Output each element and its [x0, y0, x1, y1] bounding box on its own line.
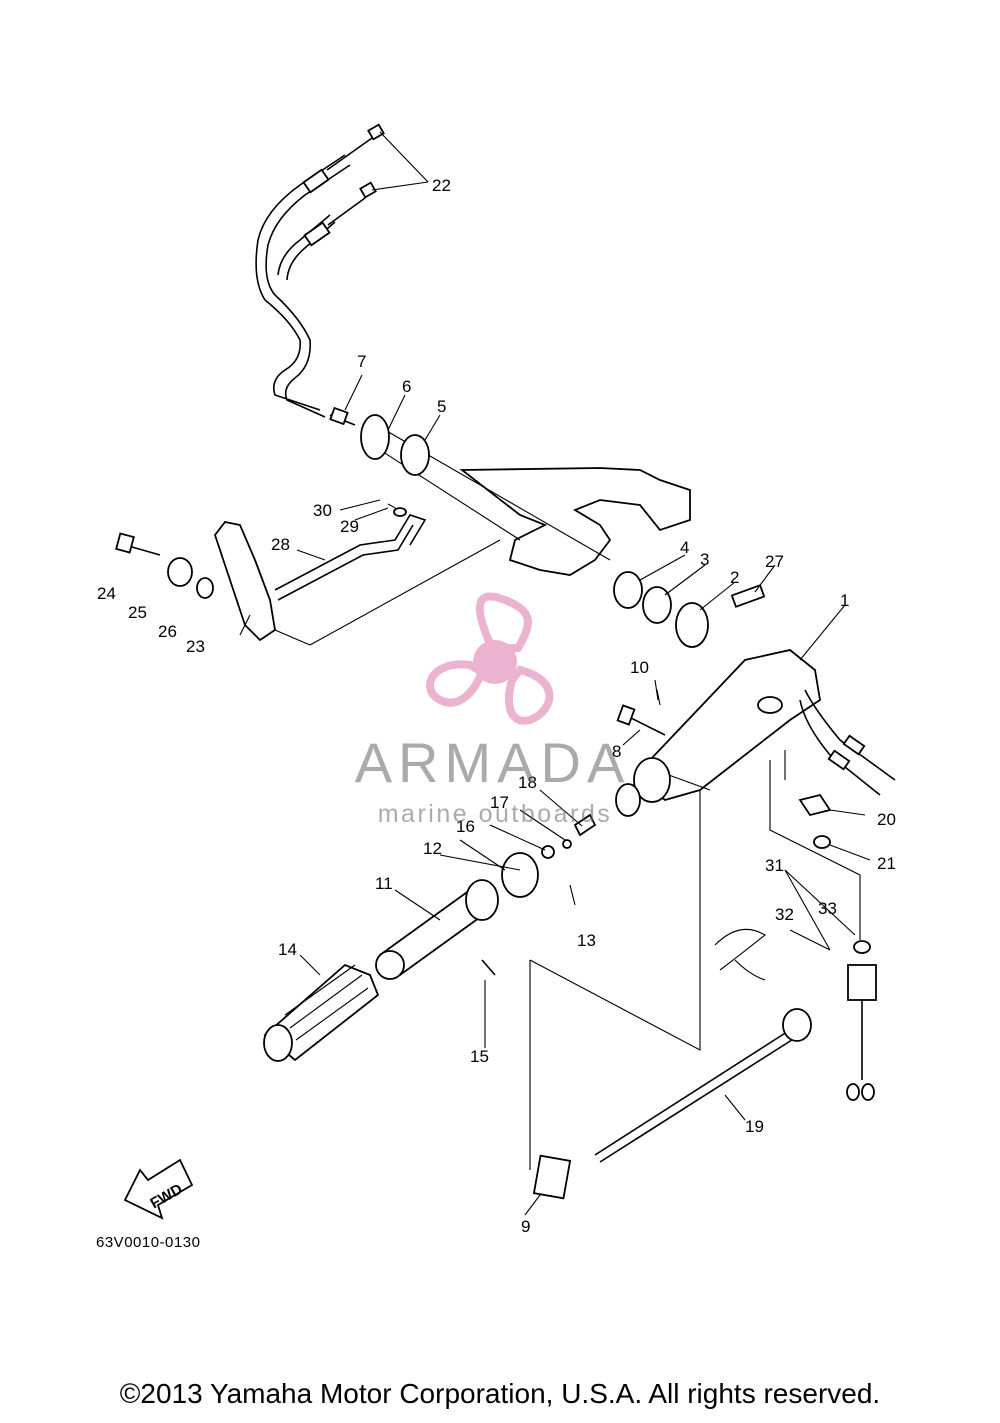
callout-9: 9: [521, 1217, 530, 1236]
callout-28: 28: [271, 535, 290, 554]
shift-lever: [213, 514, 501, 646]
callout-25: 25: [128, 603, 147, 622]
callout-13: 13: [577, 931, 596, 950]
steering-bracket: [379, 429, 691, 576]
throttle-grip-assembly: [263, 813, 597, 1062]
callout-15: 15: [470, 1047, 489, 1066]
callout-5: 5: [437, 397, 446, 416]
callout-22: 22: [432, 176, 451, 195]
armada-logo-icon: [426, 592, 554, 725]
callout-10: 10: [630, 658, 649, 677]
tiller-handle: [615, 649, 821, 817]
callout-18: 18: [518, 773, 537, 792]
callout-30: 30: [313, 501, 332, 520]
diagram-code: 63V0010-0130: [96, 1234, 201, 1251]
callout-4: 4: [680, 538, 689, 557]
forward-direction-badge: FWD: [123, 1158, 194, 1220]
callout-27: 27: [765, 552, 784, 571]
washers: [360, 414, 766, 648]
callout-11: 11: [375, 874, 393, 893]
callout-23: 23: [186, 637, 205, 656]
callout-31: 31: [765, 856, 784, 875]
stop-switch: [714, 760, 877, 1101]
callout-14: 14: [278, 940, 297, 959]
callout-16: 16: [456, 817, 475, 836]
callout-3: 3: [700, 550, 709, 569]
leader-lines: [239, 131, 871, 1216]
callout-33: 33: [818, 899, 837, 918]
throttle-shaft: [529, 790, 812, 1200]
callout-24: 24: [97, 584, 116, 603]
throttle-cables: [255, 123, 385, 418]
callout-19: 19: [745, 1117, 764, 1136]
callout-6: 6: [402, 377, 411, 396]
callout-32: 32: [775, 905, 794, 924]
bolts: [329, 406, 666, 736]
callout-26: 26: [158, 622, 177, 641]
watermark-tagline: marine outboards: [377, 800, 613, 828]
watermark-brand-name: ARMADA: [354, 731, 631, 794]
copyright-notice: ©2013 Yamaha Motor Corporation, U.S.A. A…: [119, 1378, 881, 1409]
callout-20: 20: [877, 810, 896, 829]
callout-2: 2: [730, 568, 739, 587]
callout-numbers: 1 2 3 4 5 6 7 8 9 10 11 12 13 14 15 16 1…: [97, 176, 896, 1236]
callout-12: 12: [423, 839, 442, 858]
callout-29: 29: [340, 517, 359, 536]
callout-17: 17: [490, 793, 509, 812]
pivot-bolt-set: [115, 503, 407, 599]
callout-1: 1: [840, 591, 849, 610]
callout-21: 21: [877, 854, 896, 873]
callout-7: 7: [357, 352, 366, 371]
right-cables: [784, 689, 896, 849]
callout-8: 8: [612, 742, 621, 761]
